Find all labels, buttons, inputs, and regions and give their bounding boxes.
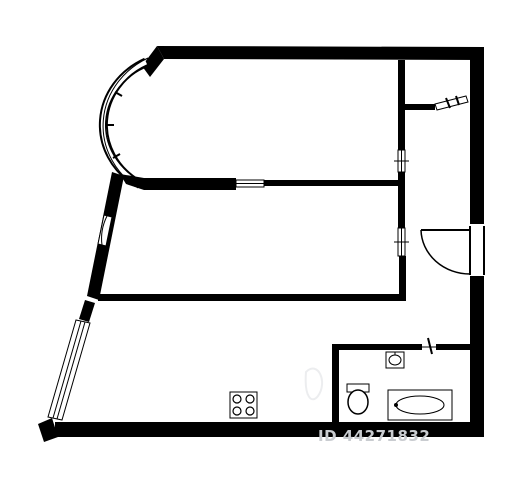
window-left-lower [47, 319, 91, 421]
interior-walls [98, 60, 435, 301]
watermark-logo [304, 367, 324, 401]
exterior-walls [38, 46, 484, 442]
bay-window [98, 57, 149, 189]
entrance-door [420, 226, 485, 275]
sink-icon [385, 351, 405, 369]
bathroom [332, 337, 470, 424]
bathtub-icon [387, 389, 453, 421]
watermark-text: ID 44271832 [318, 427, 430, 445]
stove-icon [229, 391, 258, 419]
door-niche [434, 95, 469, 111]
window-left-upper [97, 214, 113, 247]
toilet-icon [346, 383, 370, 415]
doors-corridor [394, 149, 409, 257]
